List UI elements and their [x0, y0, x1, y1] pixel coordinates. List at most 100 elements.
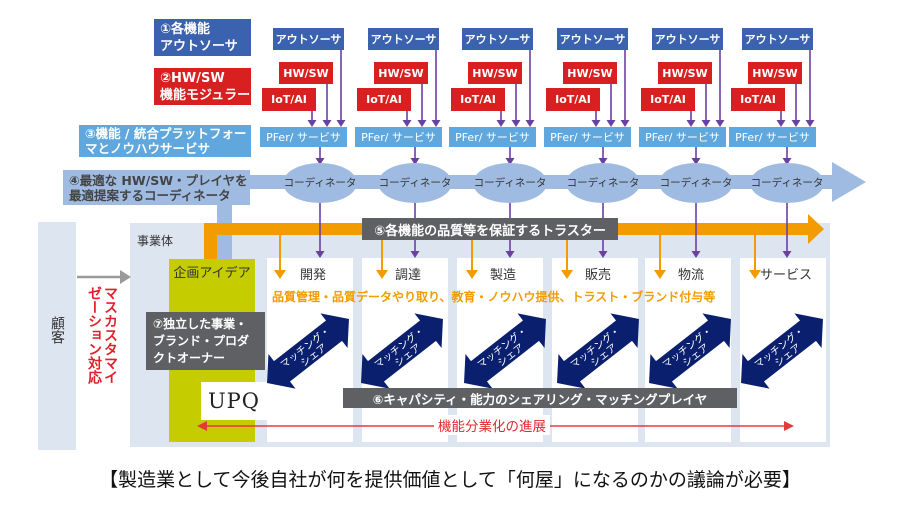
hwsw-connector-head: [701, 120, 711, 127]
hwsw-connector-head: [322, 120, 332, 127]
matching-share-arrow: マッチング・シェア: [557, 313, 639, 389]
coordinator-to-function-head: [782, 251, 792, 258]
hwsw-box: HW/SW: [658, 62, 712, 84]
outsourcer-connector-head: [525, 120, 535, 127]
platform-box: PFer/ サービサ: [355, 127, 442, 147]
mass-customization-line: ゼーション対応: [86, 286, 102, 384]
hwsw-connector-head: [417, 120, 427, 127]
customer-arrow-head: [120, 270, 131, 284]
iotai-box: IoT/AI: [641, 88, 695, 111]
platform-to-coordinator-head: [410, 158, 420, 165]
trustee-drop-head: [274, 270, 286, 279]
matching-share-arrow: マッチング・シェア: [649, 313, 731, 389]
coordinator-band-arrowhead: [832, 162, 866, 202]
coordinator-label: コーディネータ: [750, 177, 824, 189]
matching-share-arrow: マッチング・シェア: [361, 313, 443, 389]
outsourcer-box: アウトソーサ: [557, 28, 628, 50]
outsourcer-box: アウトソーサ: [462, 28, 533, 50]
legend-owner-line: クトオーナー: [153, 350, 226, 365]
matching-arrow-shape: [649, 313, 731, 389]
platform-box: PFer/ サービサ: [729, 127, 816, 147]
business-label: 事業体: [137, 234, 174, 248]
mass-customization-line: マスカスタマイ: [102, 286, 118, 384]
outsourcer-box: アウトソーサ: [652, 28, 723, 50]
legend-coordinator: ④最適な HW/SW・プレイヤを 最適提案するコーディネータ: [63, 170, 250, 205]
upq-logo: UPQ: [207, 389, 261, 413]
platform-box: PFer/ サービサ: [260, 127, 347, 147]
coordinator-ellipse: [566, 163, 640, 203]
hwsw-box: HW/SW: [748, 62, 802, 84]
coordinator-ellipse: [750, 163, 824, 203]
legend-trustee: ⑤各機能の品質等を保証するトラスター: [362, 218, 618, 240]
iotai-connector-head: [591, 120, 601, 127]
hwsw-box: HW/SW: [374, 62, 428, 84]
coordinator-to-function-head: [598, 251, 608, 258]
coordinator-to-function-head: [315, 251, 325, 258]
coordinator-ellipse: [473, 163, 547, 203]
hwsw-connector-head: [606, 120, 616, 127]
outsourcer-box: アウトソーサ: [742, 28, 813, 50]
division-progress-label: 機能分業化の進展: [434, 415, 550, 435]
idea-label: 企画アイデア: [173, 266, 251, 281]
customer-panel: [38, 222, 76, 450]
logo-box: UPQ: [201, 382, 267, 420]
matching-arrow-shape: [464, 313, 546, 389]
legend-outsourcer-line: ①各機能: [160, 21, 211, 37]
function-label: 開発: [299, 268, 326, 283]
iotai-box: IoT/AI: [357, 88, 411, 111]
outsourcer-connector-head: [805, 120, 815, 127]
iotai-connector-head: [686, 120, 696, 127]
outsourcer-box: アウトソーサ: [273, 28, 344, 50]
legend-modular-line: 機能モジュラー: [160, 87, 251, 103]
trustee-arrowhead: [808, 214, 824, 244]
iotai-box: IoT/AI: [262, 88, 316, 111]
iotai-box: IoT/AI: [546, 88, 600, 111]
matching-share-arrow: マッチング・シェア: [741, 313, 823, 389]
matching-arrow-shape: [557, 313, 639, 389]
trustee-drop-head: [376, 270, 388, 279]
matching-share-arrow: マッチング・シェア: [464, 313, 546, 389]
matching-arrow-shape: [361, 313, 443, 389]
matching-share-arrow: マッチング・シェア: [267, 313, 349, 389]
caption: 【製造業として今後自社が何を提供価値として「何屋」になるのかの議論が必要】: [99, 469, 801, 491]
outsourcer-box: アウトソーサ: [368, 28, 439, 50]
coordinator-to-function-head: [505, 251, 515, 258]
outsourcer-connector-head: [431, 120, 441, 127]
legend-outsourcer-line: アウトソーサ: [160, 38, 238, 54]
hwsw-box: HW/SW: [468, 62, 522, 84]
coordinator-to-function-head: [691, 251, 701, 258]
trustee-drop-head: [561, 270, 573, 279]
function-label: 販売: [584, 268, 611, 283]
outsourcer-connector-head: [620, 120, 630, 127]
hwsw-connector-head: [791, 120, 801, 127]
hwsw-box: HW/SW: [279, 62, 333, 84]
iotai-connector-head: [307, 120, 317, 127]
platform-to-coordinator-head: [315, 158, 325, 165]
iotai-connector-head: [776, 120, 786, 127]
coordinator-label: コーディネータ: [283, 177, 357, 189]
iotai-connector-head: [402, 120, 412, 127]
trust-services-text: 品質管理・品質データやり取り、教育・ノウハウ提供、トラスト・ブランド付与等: [272, 290, 716, 304]
trustee-drop-head: [466, 270, 478, 279]
legend-coordinator-line: ④最適な HW/SW・プレイヤを: [69, 172, 248, 188]
legend-modular-line: ②HW/SW: [160, 70, 225, 86]
legend-owner-line: ⑦独立した事業・: [153, 316, 248, 331]
legend-owner: ⑦独立した事業・ ブランド・プロダ クトオーナー: [146, 312, 265, 370]
platform-to-coordinator-head: [598, 158, 608, 165]
platform-to-coordinator-head: [782, 158, 792, 165]
iotai-box: IoT/AI: [731, 88, 785, 111]
hwsw-box: HW/SW: [563, 62, 617, 84]
platform-box: PFer/ サービサ: [449, 127, 536, 147]
function-label: 物流: [677, 268, 704, 283]
coordinator-label: コーディネータ: [659, 177, 733, 189]
platform-box: PFer/ サービサ: [544, 127, 631, 147]
division-arrow-head-left: [197, 421, 207, 431]
function-label: 調達: [394, 268, 421, 283]
trustee-drop-head: [749, 270, 761, 279]
hwsw-connector-head: [511, 120, 521, 127]
platform-to-coordinator-head: [691, 158, 701, 165]
mass-customization-label: マスカスタマイ ゼーション対応: [86, 286, 118, 384]
coordinator-label: コーディネータ: [378, 177, 452, 189]
customer-label: 顧客: [49, 316, 65, 344]
